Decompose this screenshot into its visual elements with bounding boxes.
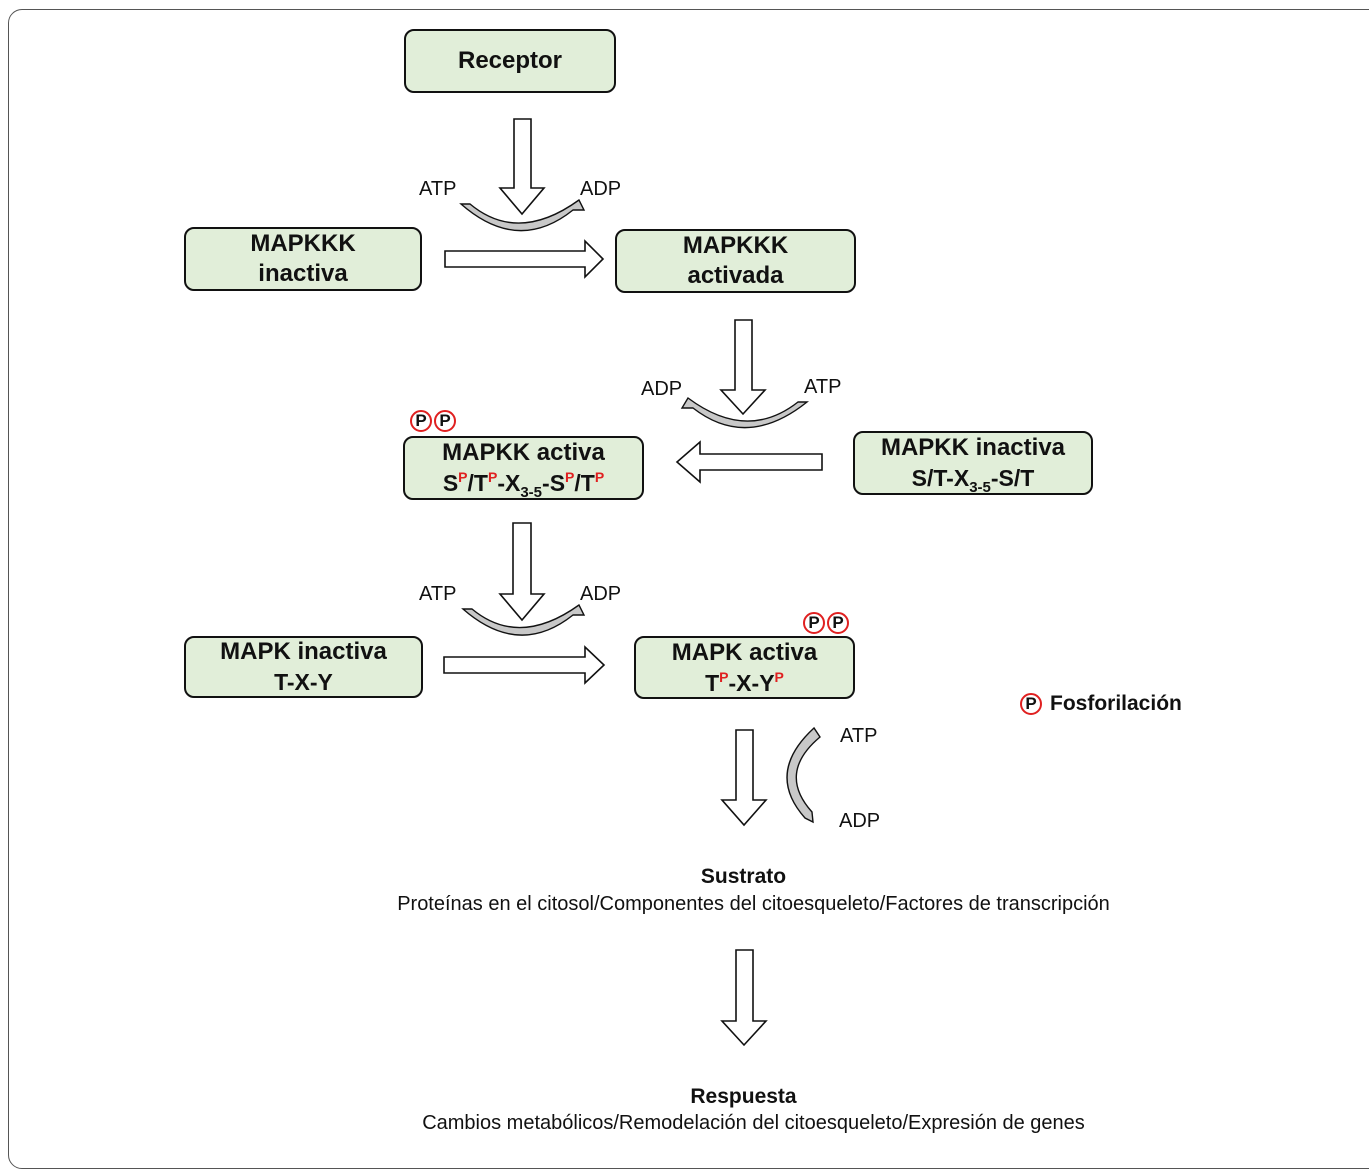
mapkk-phospho-badges: P P [410,410,456,432]
atp-arc-3 [461,603,586,636]
mapkk-active-motif: SP/TP-X3-5-SP/TP [442,469,605,501]
arrow-mapkkk-right [444,239,605,279]
phospho-badge: P [434,410,456,432]
mapk-active-node: MAPK activa TP-X-YP [634,636,855,699]
receptor-node: Receptor [404,29,616,93]
mapkkk-inactive-line2: inactiva [258,260,348,287]
mapkk-active-node: MAPKK activa SP/TP-X3-5-SP/TP [403,436,644,500]
mapk-phospho-badges: P P [803,612,849,634]
mapk-inactive-node: MAPK inactiva T-X-Y [184,636,423,698]
legend-phospho-badge: P [1020,693,1042,715]
adp-label: ADP [839,810,881,832]
mapkkk-inactive-line1: MAPKKK [250,230,356,257]
adp-label: ADP [580,178,622,200]
atp-arc-4 [786,726,821,824]
mapkk-inactive-line1: MAPKK inactiva [880,434,1066,461]
receptor-label: Receptor [457,47,563,74]
arrow-substrate-down [720,949,768,1047]
legend-label: Fosforilación [1050,692,1182,715]
mapk-active-line1: MAPK activa [671,638,818,666]
atp-label: ATP [804,376,842,398]
mapkk-inactive-node: MAPKK inactiva S/T-X3-5-S/T [853,431,1093,495]
adp-label: ADP [580,583,622,605]
mapkkk-active-node: MAPKKK activada [615,229,856,293]
mapk-inactive-line1: MAPK inactiva [220,638,387,665]
atp-label: ATP [419,178,457,200]
mapkkk-active-line1: MAPKKK [682,232,789,259]
arrow-layer [443,118,823,1047]
substrate-title: Sustrato [700,865,787,888]
mapkkk-inactive-node: MAPKKK inactiva [184,227,422,291]
mapk-inactive-motif: T-X-Y [274,669,333,695]
arrow-mapkkk-down [719,319,767,416]
arrow-mapk-right [443,645,606,685]
phospho-badge: P [410,410,432,432]
response-title: Respuesta [690,1085,797,1108]
atp-arc-2 [680,396,809,429]
substrate-description: Proteínas en el citosol/Componentes del … [397,893,1110,915]
legend: P Fosforilación [1020,692,1182,716]
phospho-badge: P [803,612,825,634]
atp-label: ATP [419,583,457,605]
atp-arc-1 [459,198,586,232]
phospho-badge: P [827,612,849,634]
arrow-mapk-down [720,729,768,827]
adp-label: ADP [641,378,683,400]
arrow-mapkk-left [675,440,823,484]
mapkk-inactive-motif: S/T-X3-5-S/T [911,465,1035,496]
atp-label: ATP [840,725,878,747]
response-description: Cambios metabólicos/Remodelación del cit… [422,1112,1085,1134]
mapkkk-active-line2: activada [687,262,784,289]
mapk-active-motif: TP-X-YP [705,668,784,696]
arrow-receptor-down [498,118,546,216]
arrow-mapkk-down [498,522,546,622]
mapkk-active-line1: MAPKK activa [442,439,605,466]
